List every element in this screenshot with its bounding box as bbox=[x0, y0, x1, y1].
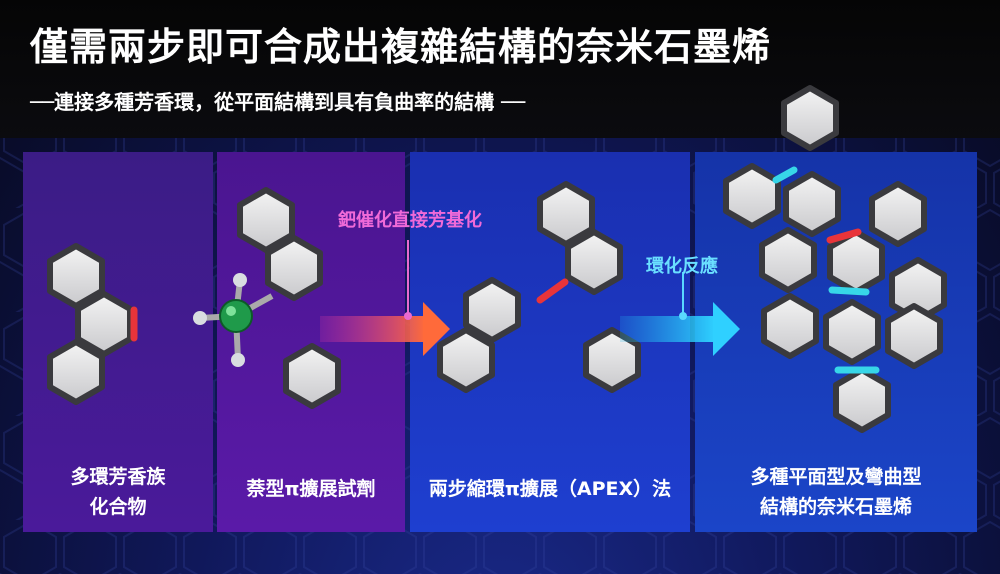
palladium-atom-model bbox=[193, 273, 274, 367]
ring-graphene-5 bbox=[759, 227, 817, 293]
caption-nanographene: 多種平面型及彎曲型 結構的奈米石墨烯 bbox=[695, 462, 977, 522]
caption-line-1: 多種平面型及彎曲型 bbox=[750, 466, 922, 488]
catalysis-arrow bbox=[320, 240, 450, 356]
caption-line-2: 化合物 bbox=[89, 496, 147, 518]
ring-graphene-4 bbox=[869, 181, 927, 247]
ring-apex-4 bbox=[463, 277, 521, 343]
new-bond-red bbox=[536, 278, 569, 304]
caption-naphthyl-reagent: 萘型π擴展試劑 bbox=[217, 474, 405, 504]
ring-aromatic-2 bbox=[75, 291, 133, 357]
caption-line-1: 多環芳香族 bbox=[70, 466, 166, 488]
ring-graphene-3 bbox=[783, 171, 841, 237]
caption-line-1: 兩步縮環π擴展（APEX）法 bbox=[428, 478, 672, 500]
ring-reagent-3 bbox=[283, 343, 341, 409]
ring-graphene-10 bbox=[885, 303, 943, 369]
ring-apex-2 bbox=[565, 229, 623, 295]
caption-line-2: 結構的奈米石墨烯 bbox=[759, 496, 912, 518]
new-bond-red-2 bbox=[826, 228, 862, 244]
catalysis-label: 鈀催化直接芳基化 bbox=[338, 210, 482, 231]
ring-aromatic-3 bbox=[47, 339, 105, 405]
ring-reagent-2 bbox=[265, 235, 323, 301]
ring-graphene-1 bbox=[781, 85, 839, 151]
new-bond-cyan-2 bbox=[828, 286, 870, 296]
caption-apex-method: 兩步縮環π擴展（APEX）法 bbox=[410, 474, 690, 504]
new-bond-cyan-1 bbox=[772, 166, 798, 184]
ring-apex-1 bbox=[537, 181, 595, 247]
ring-aromatic-1 bbox=[47, 243, 105, 309]
cyclization-label: 環化反應 bbox=[646, 256, 718, 277]
cyclization-arrow bbox=[620, 272, 740, 356]
ring-graphene-2 bbox=[723, 163, 781, 229]
caption-aromatic-compounds: 多環芳香族 化合物 bbox=[23, 462, 213, 522]
ring-graphene-9 bbox=[823, 299, 881, 365]
page-subtitle: ──連接多種芳香環，從平面結構到具有負曲率的結構 ── bbox=[30, 90, 526, 114]
ring-apex-3 bbox=[583, 327, 641, 393]
ring-apex-5 bbox=[437, 327, 495, 393]
caption-line-1: 萘型π擴展試劑 bbox=[246, 478, 376, 500]
ring-reagent-1 bbox=[237, 187, 295, 253]
page-title: 僅需兩步即可合成出複雜結構的奈米石墨烯 bbox=[30, 25, 772, 69]
ring-graphene-8 bbox=[761, 293, 819, 359]
ring-graphene-11 bbox=[833, 367, 891, 433]
